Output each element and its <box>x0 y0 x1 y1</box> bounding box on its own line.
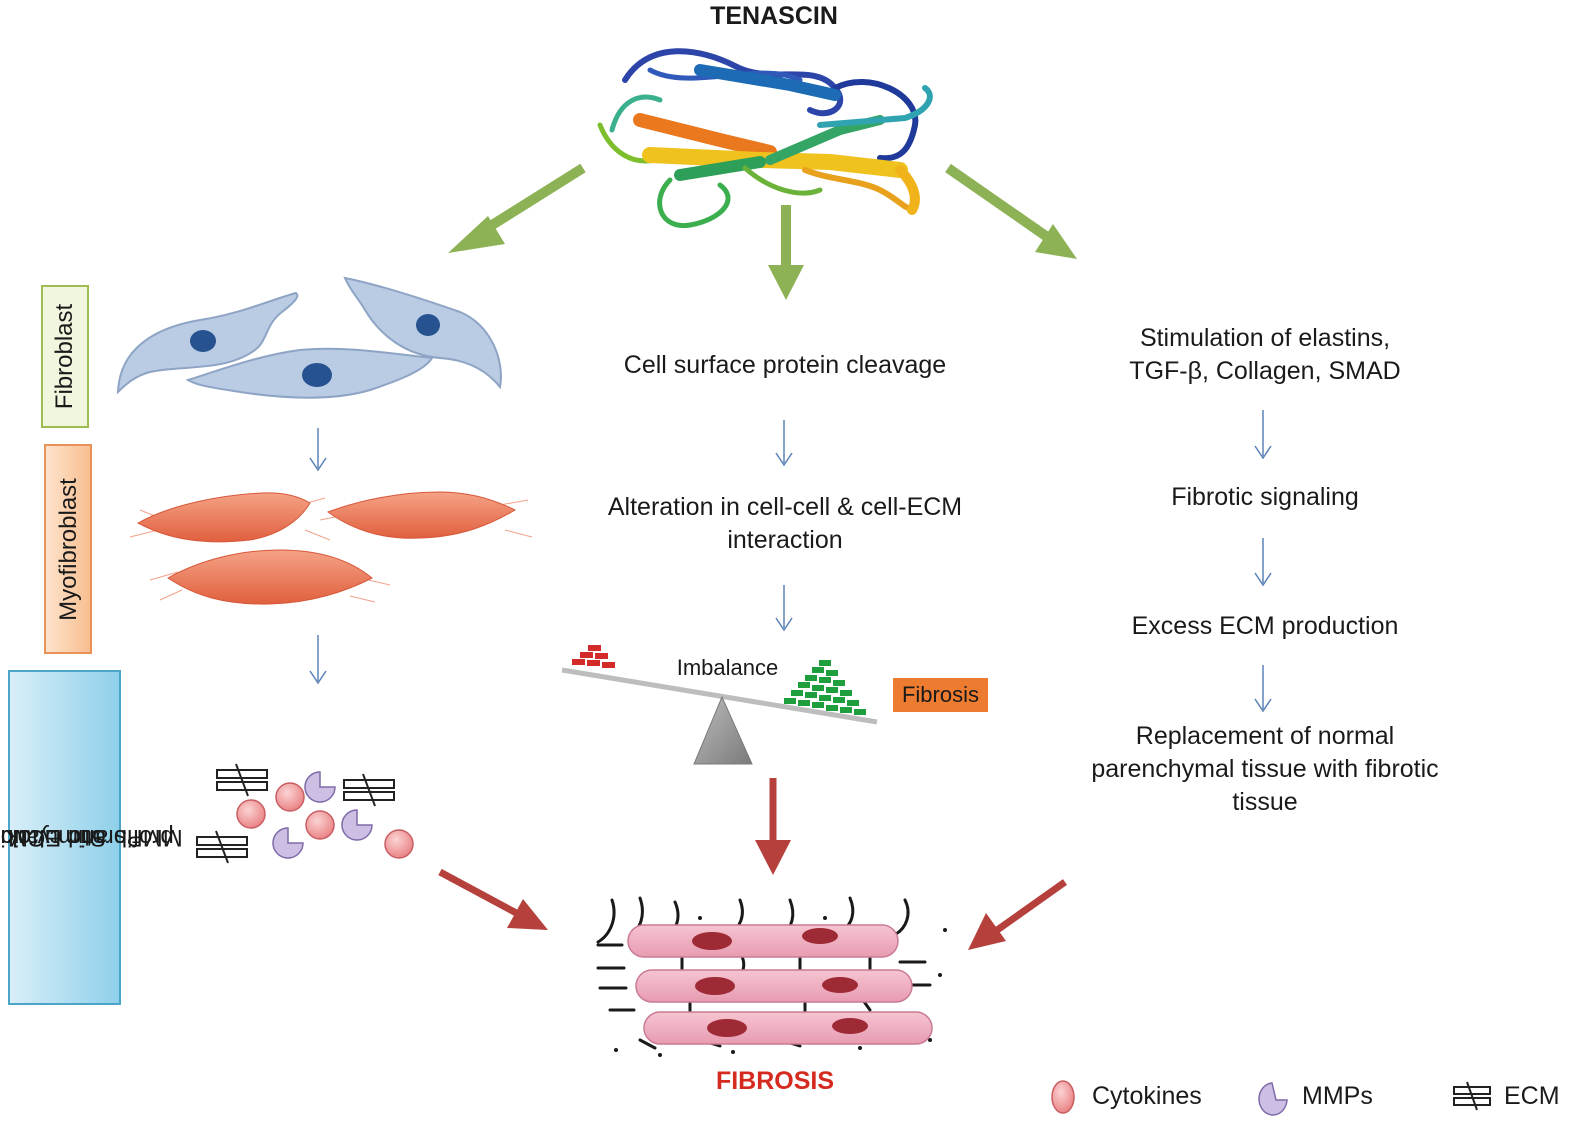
myofibroblast-label: Myofibroblast <box>54 477 82 621</box>
middle-step-alteration: Alteration in cell-cell & cell-ECM inter… <box>607 493 963 554</box>
mmp <box>304 771 336 803</box>
fibrosis-tag-box <box>893 678 988 712</box>
imbalance-scale <box>561 645 988 765</box>
right-step-ecm-production: Excess ECM production <box>1131 612 1399 640</box>
right-step-replacement: Replacement of normal parenchymal tissue… <box>1091 722 1439 816</box>
cytokine <box>305 810 335 840</box>
legend-icons <box>1051 1080 1491 1116</box>
red-arrow-right <box>990 879 1068 936</box>
fibrosis-outcome-label: FIBROSIS <box>715 1067 835 1095</box>
cytokine-legend-icon <box>1051 1080 1075 1114</box>
right-step-stimulation: Stimulation of elastins, TGF-β, Collagen… <box>1129 324 1401 385</box>
mmp <box>341 809 373 841</box>
red-arrowhead-right <box>968 913 1006 950</box>
fiber-row <box>643 1011 933 1045</box>
fibroblast-label-box: Fibroblast <box>41 285 89 428</box>
legend-cytokines: Cytokines <box>1092 1082 1202 1110</box>
myofibroblast-cell <box>326 491 517 539</box>
ecm-legend-icon <box>1453 1081 1491 1111</box>
green-arrowhead-left <box>448 216 505 253</box>
ecm-symbol <box>216 763 268 797</box>
green-arrows <box>448 163 1077 300</box>
ecm-symbol <box>196 830 248 864</box>
fibroblast-nucleus <box>416 314 440 336</box>
myofibroblast-cell <box>167 549 373 605</box>
fiber-row <box>635 969 913 1003</box>
green-blocks <box>784 660 866 715</box>
fibroblast-nucleus <box>190 330 216 352</box>
fibrotic-tissue <box>596 896 947 1057</box>
diagram-title: TENASCIN <box>710 2 838 30</box>
molecule-cluster <box>196 763 414 864</box>
myofibroblast-cell <box>136 492 311 543</box>
cytokine <box>384 829 414 859</box>
cytokine <box>275 782 305 812</box>
green-arrow-right <box>945 163 1056 246</box>
red-blocks <box>572 645 615 668</box>
right-step-signaling: Fibrotic signaling <box>1171 483 1359 511</box>
myofibroblast-cells <box>129 491 533 605</box>
red-arrows <box>438 778 1068 950</box>
ecm-symbol <box>343 773 395 807</box>
thin-arrows-right <box>1254 410 1272 713</box>
red-arrow-left <box>438 868 522 919</box>
imbalance-label: Imbalance <box>676 655 779 680</box>
thin-arrows-middle <box>775 420 793 632</box>
stimulation-label-box: Stimulation of profibrotic cytokines, MM… <box>0 670 183 1005</box>
green-arrowhead-right <box>1035 224 1077 259</box>
middle-step-cleavage: Cell surface protein cleavage <box>623 351 947 379</box>
fibroblast-cells <box>116 276 502 399</box>
red-arrowhead-middle <box>755 840 791 875</box>
red-arrowhead-left <box>507 899 548 930</box>
green-arrowhead-middle <box>768 265 804 300</box>
myofibroblast-label-box: Myofibroblast <box>44 444 92 654</box>
legend-ecm: ECM <box>1504 1082 1560 1110</box>
mmp <box>272 827 304 859</box>
mmp-legend-icon <box>1258 1082 1288 1116</box>
fiber-row <box>627 924 899 958</box>
legend-mmps: MMPs <box>1302 1082 1373 1110</box>
scale-fulcrum <box>693 695 753 765</box>
fibrosis-tag: Fibrosis <box>901 682 979 707</box>
fibroblast-nucleus <box>302 363 332 387</box>
fibroblast-label: Fibroblast <box>51 303 79 410</box>
tenascin-protein-structure <box>597 48 933 228</box>
scale-beam <box>561 667 878 725</box>
cytokine <box>236 799 266 829</box>
thin-arrows-left <box>309 428 327 685</box>
stimulation-label-line: MMPs and ECM <box>8 824 183 851</box>
